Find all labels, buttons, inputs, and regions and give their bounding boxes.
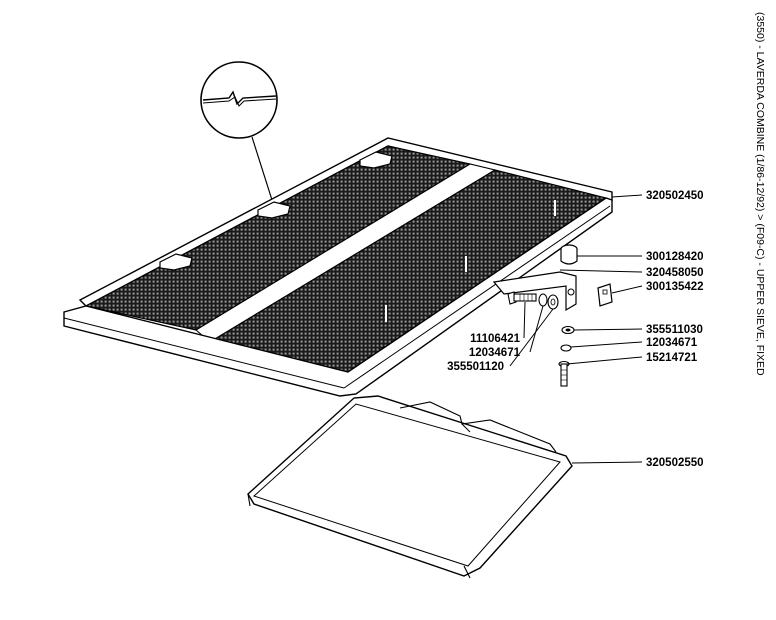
lower-pan <box>247 395 573 579</box>
part-label-320458050: 320458050 <box>646 267 704 279</box>
hardware-parts <box>507 244 613 387</box>
upper-sieve <box>63 137 613 397</box>
part-label-320502550: 320502550 <box>646 457 704 469</box>
part-label-300128420: 300128420 <box>646 251 704 263</box>
part-label-11106421: 11106421 <box>470 333 521 345</box>
detail-callout <box>200 61 278 201</box>
leader-lines <box>509 194 643 464</box>
part-label-355511030: 355511030 <box>646 324 703 336</box>
part-label-355501120: 355501120 <box>447 361 504 373</box>
part-label-320502450: 320502450 <box>646 190 704 202</box>
part-label-15214721: 15214721 <box>646 352 698 364</box>
part-label-12034671-right: 12034671 <box>646 337 698 349</box>
diagram-title: (3550) - LAVERDA COMBINE (1/86-12/92) > … <box>754 12 766 376</box>
part-label-300135422: 300135422 <box>646 281 704 293</box>
part-label-12034671-left: 12034671 <box>469 347 521 359</box>
